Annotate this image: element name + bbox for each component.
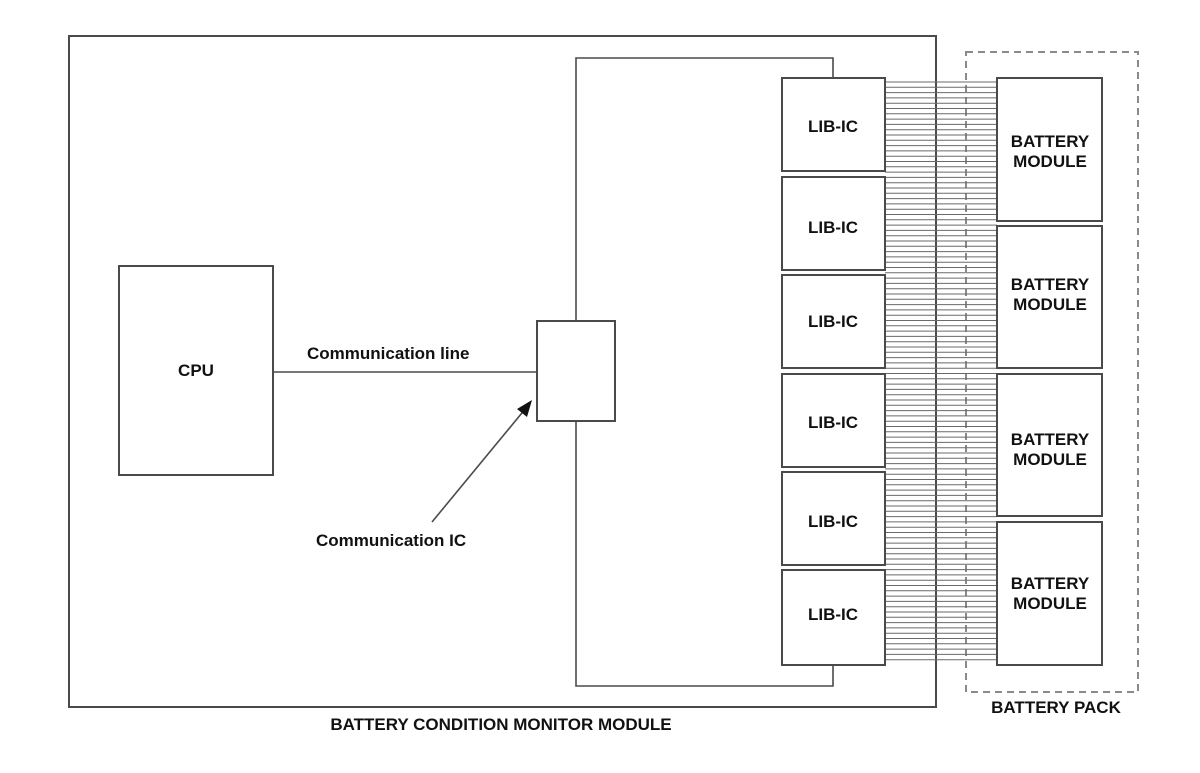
battery-module-label-line1: BATTERY bbox=[1011, 132, 1090, 151]
lib-ic-box bbox=[781, 569, 886, 666]
battery-module-label-line2: MODULE bbox=[1013, 152, 1087, 171]
lib-ic-label: LIB-IC bbox=[808, 218, 858, 237]
cpu-label: CPU bbox=[178, 361, 214, 380]
lib-ic-label: LIB-IC bbox=[808, 413, 858, 432]
battery-module-box bbox=[996, 225, 1103, 369]
lib-ic-label: LIB-IC bbox=[808, 312, 858, 331]
communication-ic-arrow bbox=[431, 407, 527, 523]
lib-ic-box bbox=[781, 274, 886, 369]
communication-ic-box bbox=[536, 320, 616, 422]
battery-module-label-line2: MODULE bbox=[1013, 450, 1087, 469]
communication-line-label: Communication line bbox=[307, 344, 469, 363]
lib-ic-box bbox=[781, 77, 886, 172]
lib-ic-label: LIB-IC bbox=[808, 117, 858, 136]
communication-ic-label: Communication IC bbox=[316, 531, 466, 550]
inner-bus-frame bbox=[575, 57, 834, 687]
lib-ic-box bbox=[781, 373, 886, 468]
battery-module-label-line1: BATTERY bbox=[1011, 275, 1090, 294]
battery-module-box bbox=[996, 521, 1103, 666]
lib-ic-box bbox=[781, 176, 886, 271]
battery-module-label-line2: MODULE bbox=[1013, 594, 1087, 613]
battery-module-label-line1: BATTERY bbox=[1011, 574, 1090, 593]
lib-ic-column: LIB-IC LIB-IC LIB-IC LIB-IC LIB-IC LIB-I… bbox=[781, 77, 886, 666]
arrow-head-icon bbox=[517, 400, 532, 417]
battery-module-column: BATTERY MODULE BATTERY MODULE BATTERY MO… bbox=[996, 77, 1103, 666]
cpu-box bbox=[118, 265, 274, 476]
monitor-module-label: BATTERY CONDITION MONITOR MODULE bbox=[330, 715, 671, 734]
lib-ic-box bbox=[781, 471, 886, 566]
battery-module-box bbox=[996, 373, 1103, 517]
battery-module-box bbox=[996, 77, 1103, 222]
battery-pack-boundary bbox=[965, 51, 1139, 693]
battery-pack-label: BATTERY PACK bbox=[991, 698, 1121, 717]
wiring-bundle bbox=[885, 81, 997, 661]
lib-ic-label: LIB-IC bbox=[808, 512, 858, 531]
battery-module-label-line1: BATTERY bbox=[1011, 430, 1090, 449]
lib-ic-label: LIB-IC bbox=[808, 605, 858, 624]
battery-module-label-line2: MODULE bbox=[1013, 295, 1087, 314]
